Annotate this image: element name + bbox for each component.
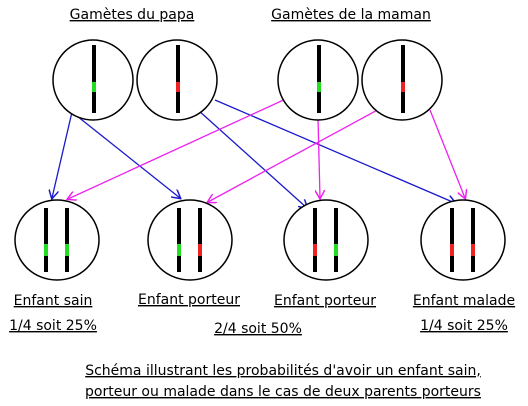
caption-line-1: Schéma illustrant les probabilités d'avo… xyxy=(85,363,481,379)
father-arrow-to-child-1 xyxy=(52,111,73,198)
child-cell-circle xyxy=(147,199,233,281)
mother-arrow-to-child-4 xyxy=(429,109,465,198)
child-cell-circle xyxy=(283,199,369,281)
gamete-mother-disease xyxy=(361,39,443,121)
mother-arrow-to-child-1 xyxy=(68,96,291,199)
child-cell-circle xyxy=(420,199,506,281)
child-cell-2 xyxy=(147,199,233,281)
child-label-healthy: Enfant sain xyxy=(14,293,93,309)
father-arrow-to-child-2 xyxy=(71,111,180,198)
mother-arrow-to-child-2 xyxy=(208,106,384,202)
father-arrow-to-child-3 xyxy=(197,109,307,208)
children xyxy=(14,199,506,281)
father-arrow-to-child-4 xyxy=(214,99,455,203)
child-label-carrier-1: Enfant porteur xyxy=(138,292,240,308)
gametes xyxy=(52,39,443,121)
probability-sick: 1/4 soit 25% xyxy=(420,318,508,334)
child-cell-4 xyxy=(420,199,506,281)
cross-arrows xyxy=(52,96,465,208)
probability-healthy: 1/4 soit 25% xyxy=(9,318,97,334)
gamete-mother-healthy xyxy=(277,39,359,121)
gamete-father-disease xyxy=(136,39,218,121)
gamete-father-healthy xyxy=(52,39,134,121)
mother-gametes-heading: Gamètes de la maman xyxy=(271,7,431,23)
mother-arrow-to-child-3 xyxy=(318,117,320,198)
child-cell-circle xyxy=(14,199,100,281)
father-gametes-heading: Gamètes du papa xyxy=(70,7,195,23)
child-label-carrier-2: Enfant porteur xyxy=(274,293,376,309)
child-label-sick: Enfant malade xyxy=(413,293,515,309)
probability-carrier: 2/4 soit 50% xyxy=(214,321,302,337)
child-cell-3 xyxy=(283,199,369,281)
caption-line-2: porteur ou malade dans le cas de deux pa… xyxy=(85,384,481,400)
child-cell-1 xyxy=(14,199,100,281)
